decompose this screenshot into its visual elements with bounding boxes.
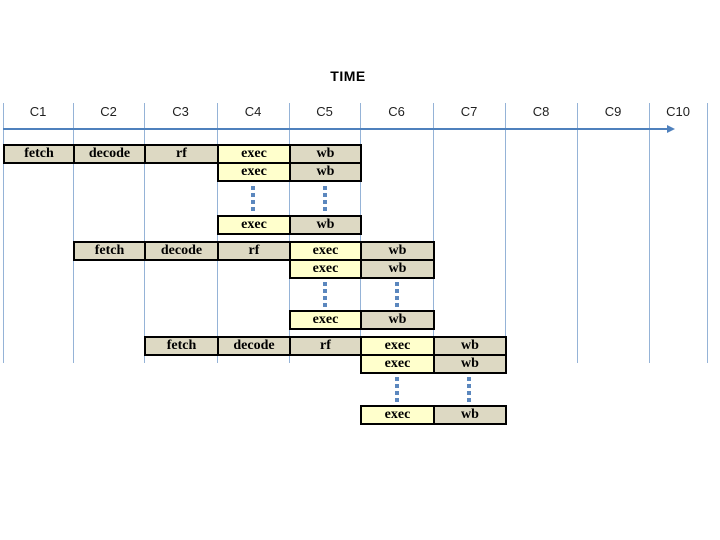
dot [467,398,471,402]
dot [251,207,255,211]
dot [322,303,327,307]
stage-cell-wb: wb [289,162,362,182]
column-gridline [73,103,74,363]
dot [322,207,327,211]
cycle-header-c7: C7 [460,104,478,119]
dot [467,384,471,388]
dot [394,398,399,402]
stage-cell-exec: exec [360,336,435,356]
time-axis-line [3,128,667,130]
stage-cell-rf: rf [217,241,291,261]
stage-cell-decode: decode [144,241,219,261]
stage-cell-exec: exec [217,162,291,182]
column-gridline [649,103,650,363]
cycle-header-c6: C6 [388,104,405,119]
dot [394,296,399,300]
continuation-dots [467,377,471,405]
column-gridline [144,103,145,363]
stage-cell-wb: wb [360,259,435,279]
stage-cell-exec: exec [289,259,362,279]
continuation-dots [251,186,255,214]
cycle-header-c1: C1 [29,104,47,119]
cycle-header-c5: C5 [316,104,333,119]
dot [394,384,399,388]
stage-cell-wb: wb [289,144,362,164]
stage-cell-exec: exec [360,354,435,374]
column-gridline [3,103,4,363]
dot [322,186,327,190]
stage-cell-exec: exec [360,405,435,425]
continuation-dots [322,282,327,310]
stage-cell-wb: wb [289,215,362,235]
stage-cell-wb: wb [433,405,507,425]
continuation-dots [394,282,399,310]
dot [251,186,255,190]
stage-cell-exec: exec [217,215,291,235]
dot [322,296,327,300]
stage-cell-wb: wb [360,310,435,330]
stage-cell-rf: rf [289,336,362,356]
dot [467,391,471,395]
stage-cell-decode: decode [73,144,146,164]
dot [394,282,399,286]
cycle-header-c9: C9 [604,104,622,119]
dot [322,282,327,286]
cycle-header-c4: C4 [244,104,262,119]
stage-cell-exec: exec [289,310,362,330]
dot [322,193,327,197]
stage-cell-decode: decode [217,336,291,356]
cycle-header-c10: C10 [666,104,690,119]
column-gridline [707,103,708,363]
dot [251,200,255,204]
stage-cell-fetch: fetch [144,336,219,356]
cycle-header-c8: C8 [532,104,550,119]
cycle-header-c2: C2 [100,104,117,119]
dot [467,377,471,381]
stage-cell-wb: wb [360,241,435,261]
dot [394,377,399,381]
column-gridline [505,103,506,363]
stage-cell-exec: exec [217,144,291,164]
continuation-dots [394,377,399,405]
stage-cell-wb: wb [433,354,507,374]
time-arrowhead-icon [667,125,675,133]
dot [322,200,327,204]
dot [394,303,399,307]
time-axis-title: TIME [330,68,366,84]
stage-cell-fetch: fetch [73,241,146,261]
stage-cell-wb: wb [433,336,507,356]
dot [322,289,327,293]
column-gridline [433,103,434,363]
dot [394,289,399,293]
dot [251,193,255,197]
dot [394,391,399,395]
column-gridline [577,103,578,363]
continuation-dots [322,186,327,214]
cycle-header-c3: C3 [172,104,189,119]
stage-cell-exec: exec [289,241,362,261]
stage-cell-rf: rf [144,144,219,164]
stage-cell-fetch: fetch [3,144,75,164]
